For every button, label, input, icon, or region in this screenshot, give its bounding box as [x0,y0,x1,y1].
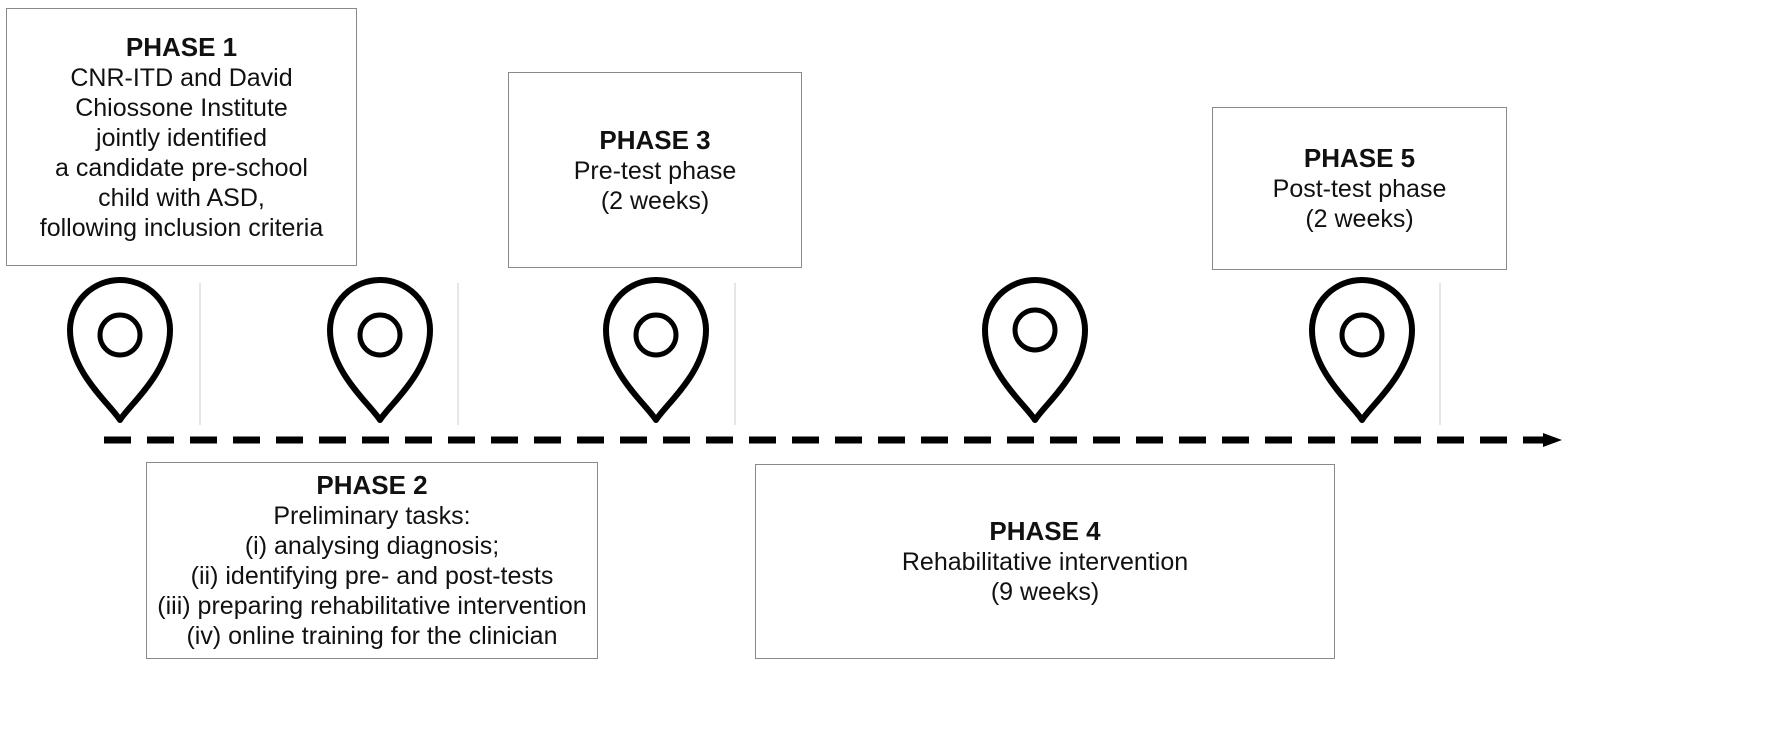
phase-2-line: (i) analysing diagnosis; [244,532,500,560]
phase-2-line: Preliminary tasks: [273,502,471,530]
phase-1-line: following inclusion criteria [39,213,324,242]
phase-3-title: PHASE 3 [599,124,711,155]
phase-1-title: PHASE 1 [125,31,238,62]
phase-4-title: PHASE 4 [989,516,1101,546]
map-pin-icon [67,277,173,423]
phase-1-line: child with ASD, [98,183,265,212]
map-pin-icon [327,277,433,423]
map-pin-icon [982,277,1088,423]
phase-1-line: CNR-ITD and David [70,63,293,92]
phase-4-line: (9 weeks) [990,578,1100,606]
phase-5-box: PHASE 5 Post-test phase (2 weeks) [1212,107,1507,270]
phase-3-line: (2 weeks) [600,186,710,215]
pins [67,277,1415,423]
phase-5-line: (2 weeks) [1305,205,1414,233]
phase-2-line: (iv) online training for the clinician [186,622,558,650]
phase-2-title: PHASE 2 [316,470,428,500]
phase-1-line: jointly identified [96,123,267,152]
phase-3-line: Pre-test phase [573,156,737,185]
map-pin-icon [603,277,709,423]
map-pin-icon [1309,277,1415,423]
phase-1-line: Chiossone Institute [75,93,288,122]
phase-1-line: a candidate pre-school [55,153,308,182]
phase-4-box: PHASE 4 Rehabilitative intervention (9 w… [755,464,1335,659]
phase-2-line: (ii) identifying pre- and post-tests [190,562,554,590]
phase-5-line: Post-test phase [1272,175,1447,203]
phase-3-box: PHASE 3 Pre-test phase (2 weeks) [508,72,802,268]
phase-2-line: (iii) preparing rehabilitative intervent… [157,592,587,620]
phase-2-box: PHASE 2 Preliminary tasks: (i) analysing… [146,462,598,659]
separators [199,283,1441,425]
phase-5-title: PHASE 5 [1303,143,1416,173]
phase-4-line: Rehabilitative intervention [901,548,1189,576]
timeline-arrowhead [1543,433,1562,447]
phase-1-box: PHASE 1 CNR-ITD and David Chiossone Inst… [6,8,357,266]
